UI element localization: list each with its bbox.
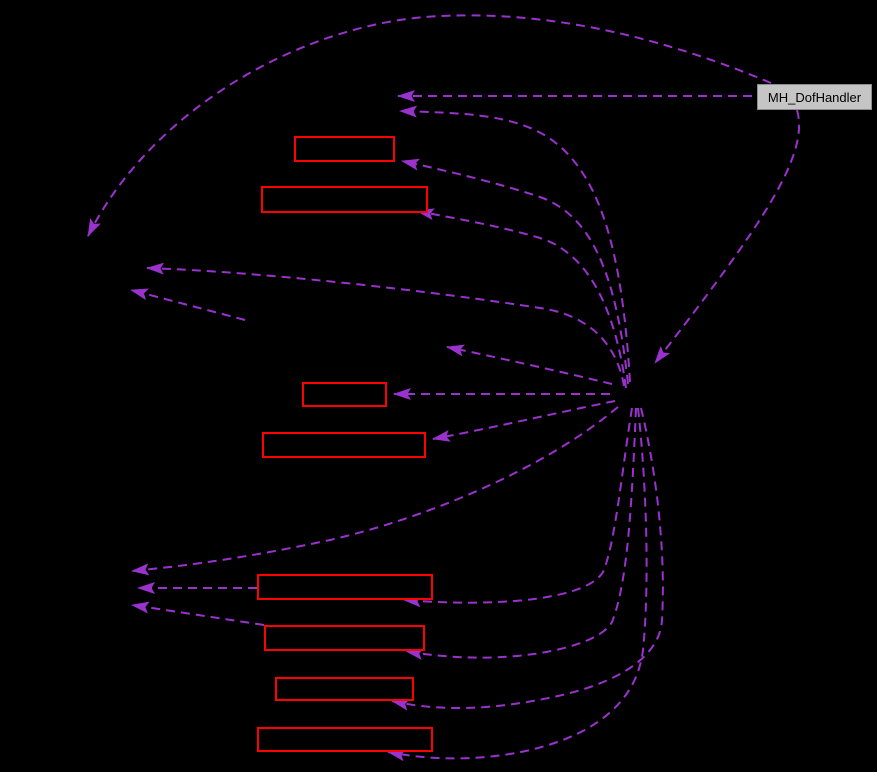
edge-mh-to-hub [654, 109, 801, 364]
edge-hub-to-box5 [403, 407, 633, 608]
edge-hub-to-box2 [416, 208, 627, 389]
edge-hub-to-box6 [405, 407, 637, 660]
class-node-7[interactable] [275, 677, 414, 701]
edge-hub-to-box7 [391, 407, 664, 711]
edge-arc-top-left [87, 14, 772, 237]
class-node-1[interactable] [294, 136, 395, 162]
class-node-6[interactable] [264, 625, 425, 651]
class-node-2[interactable] [261, 186, 428, 213]
node-mh-dofhandler-label: MH_DofHandler [767, 89, 862, 105]
class-node-3[interactable] [302, 382, 387, 407]
edge-hub-to-bottomleft [131, 406, 619, 576]
edge-box6-to-bottomleft [131, 601, 265, 626]
edge-hub-to-box1 [401, 158, 629, 385]
edge-hub-to-box8 [387, 407, 648, 762]
edge-hub-to-middle [446, 344, 613, 385]
edge-middle-to-left [130, 288, 246, 321]
class-node-5[interactable] [257, 574, 433, 600]
edge-hub-to-left-upper [146, 262, 625, 387]
node-mh-dofhandler[interactable]: MH_DofHandler [757, 84, 872, 110]
edge-hub-to-topmiddle [399, 105, 631, 383]
class-node-4[interactable] [262, 432, 426, 458]
edge-hub-to-box4 [432, 400, 616, 442]
class-node-8[interactable] [257, 727, 433, 752]
